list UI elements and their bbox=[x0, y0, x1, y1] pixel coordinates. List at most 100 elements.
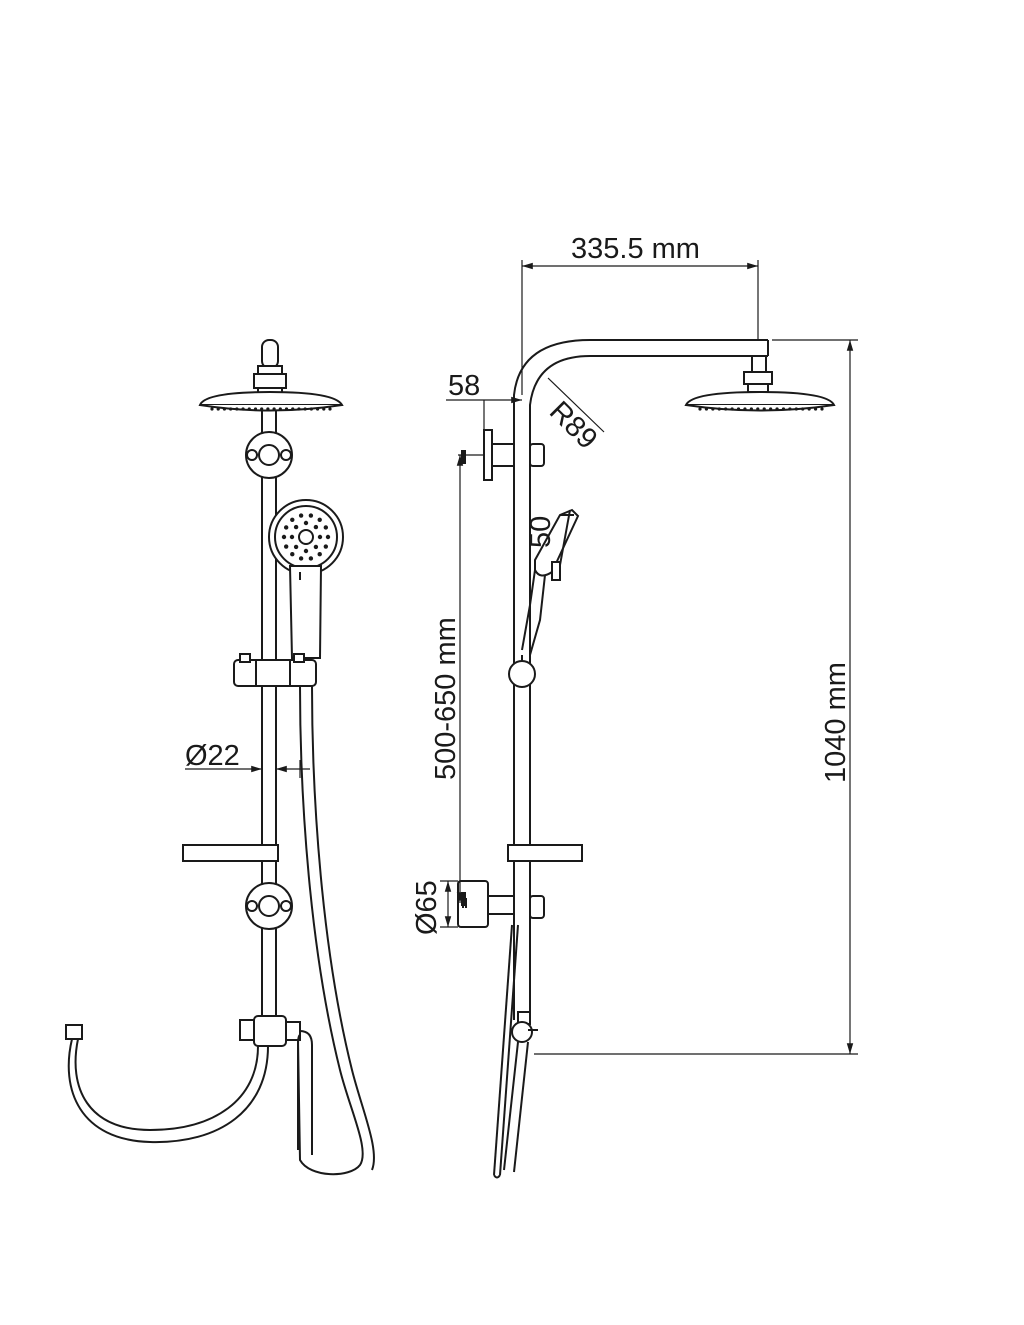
dimension-pipe-diameter: Ø22 bbox=[185, 740, 310, 778]
nozzle-dot bbox=[328, 407, 332, 411]
nozzle-dot bbox=[222, 407, 227, 411]
nozzle-dot bbox=[229, 407, 233, 411]
hand-nozzle-dot bbox=[303, 520, 309, 526]
nozzle-dot bbox=[241, 407, 245, 411]
dimension-total-height: 1040 mm bbox=[534, 339, 858, 1055]
nozzle-dot bbox=[309, 407, 313, 411]
side-riser-and-arm bbox=[513, 339, 769, 1020]
nozzle-dot bbox=[749, 407, 753, 411]
dimension-handshower: 50 bbox=[525, 516, 557, 548]
hand-nozzle-dot bbox=[317, 517, 322, 522]
dimension-adjust-range: 500-650 mm bbox=[430, 450, 484, 906]
dimension-wall-offset: 58 bbox=[446, 370, 522, 430]
dimension-bend-radius: R89 bbox=[543, 377, 605, 456]
pipe-diameter-label: Ø22 bbox=[185, 740, 240, 772]
bracket-diameter-label: Ø65 bbox=[411, 880, 443, 935]
nozzle-dot bbox=[724, 407, 728, 411]
nozzle-dot bbox=[260, 407, 264, 411]
side-slide-holder bbox=[508, 655, 536, 688]
hand-nozzle-dot bbox=[290, 517, 295, 522]
hand-nozzle-dot bbox=[308, 513, 314, 518]
wall-offset-label: 58 bbox=[448, 370, 480, 402]
nozzle-dot bbox=[235, 407, 239, 411]
hand-nozzle-dot bbox=[298, 556, 304, 561]
front-inlet-hose bbox=[65, 1024, 269, 1144]
top-width-label: 335.5 mm bbox=[571, 233, 700, 265]
nozzle-dot bbox=[769, 407, 773, 411]
hand-nozzle-dot bbox=[317, 552, 322, 557]
hand-nozzle-dot bbox=[313, 544, 319, 550]
nozzle-dot bbox=[730, 407, 734, 411]
hand-nozzle-dot bbox=[323, 544, 329, 549]
hand-nozzle-dot bbox=[323, 525, 329, 530]
nozzle-dot bbox=[284, 407, 289, 411]
adjust-range-label: 500-650 mm bbox=[430, 617, 462, 780]
nozzle-dot bbox=[762, 407, 766, 411]
nozzle-dot bbox=[820, 407, 824, 411]
front-upper-wall-bracket bbox=[245, 431, 293, 479]
nozzle-dot bbox=[794, 407, 798, 411]
nozzle-dot bbox=[711, 407, 715, 411]
dimension-bracket-diameter: Ø65 bbox=[411, 880, 458, 935]
hand-nozzle-dot bbox=[303, 548, 309, 554]
nozzle-dot bbox=[216, 407, 220, 411]
nozzle-dot bbox=[322, 407, 326, 411]
hand-nozzle-dot bbox=[313, 524, 319, 530]
hand-nozzle-dot bbox=[281, 534, 287, 540]
hand-nozzle-dot bbox=[293, 544, 299, 550]
nozzle-dot bbox=[788, 407, 792, 411]
front-slide-holder bbox=[233, 653, 317, 687]
hand-nozzle-dot bbox=[289, 534, 295, 540]
nozzle-dot bbox=[801, 407, 805, 411]
front-lower-wall-bracket bbox=[245, 882, 293, 930]
nozzle-dot bbox=[303, 407, 307, 411]
side-view: 335.5 mm 58 R89 50 500-650 mm bbox=[411, 233, 858, 1179]
nozzle-dot bbox=[266, 407, 270, 411]
nozzle-dot bbox=[247, 407, 251, 411]
side-hand-shower bbox=[521, 508, 580, 656]
handshower-label: 50 bbox=[525, 516, 557, 548]
nozzle-dot bbox=[253, 407, 258, 411]
total-height-label: 1040 mm bbox=[820, 662, 852, 783]
nozzle-dot bbox=[278, 407, 282, 411]
nozzle-dot bbox=[297, 407, 301, 411]
hand-nozzle-dot bbox=[283, 544, 289, 549]
front-hand-shower bbox=[268, 499, 344, 659]
front-shelf bbox=[182, 844, 279, 862]
front-rain-shower-head bbox=[198, 390, 344, 412]
side-shelf bbox=[507, 844, 583, 862]
nozzle-dot bbox=[210, 407, 214, 411]
nozzle-dot bbox=[291, 407, 295, 411]
side-hose bbox=[493, 924, 519, 1179]
hand-nozzle-dot bbox=[293, 524, 299, 530]
nozzle-dot bbox=[272, 407, 276, 411]
nozzle-dot bbox=[717, 407, 721, 411]
nozzle-dot bbox=[736, 407, 741, 411]
side-lower-wall-bracket bbox=[457, 880, 545, 928]
side-upper-wall-bracket bbox=[483, 429, 545, 481]
nozzle-dot bbox=[813, 407, 818, 411]
front-view: Ø22 bbox=[65, 339, 375, 1176]
hand-nozzle-dot bbox=[325, 534, 331, 540]
nozzle-dot bbox=[807, 407, 811, 411]
nozzle-dot bbox=[698, 407, 702, 411]
front-shower-hose bbox=[297, 685, 375, 1176]
hand-nozzle-dot bbox=[308, 556, 314, 561]
nozzle-dot bbox=[315, 407, 320, 411]
bend-radius-label: R89 bbox=[543, 395, 603, 455]
front-top-connector bbox=[253, 339, 287, 397]
hand-nozzle-dot bbox=[290, 552, 295, 557]
front-diverter bbox=[239, 1015, 313, 1155]
nozzle-dot bbox=[775, 407, 779, 411]
dimension-top-width: 335.5 mm bbox=[521, 233, 759, 395]
nozzle-dot bbox=[743, 407, 747, 411]
hand-nozzle-dot bbox=[283, 525, 289, 530]
side-rain-shower-head bbox=[684, 355, 836, 412]
hand-nozzle-dot bbox=[317, 534, 323, 540]
nozzle-dot bbox=[781, 407, 786, 411]
nozzle-dot bbox=[704, 407, 709, 411]
hand-nozzle-dot bbox=[298, 513, 304, 518]
nozzle-dot bbox=[756, 407, 760, 411]
side-diverter bbox=[503, 1011, 538, 1173]
